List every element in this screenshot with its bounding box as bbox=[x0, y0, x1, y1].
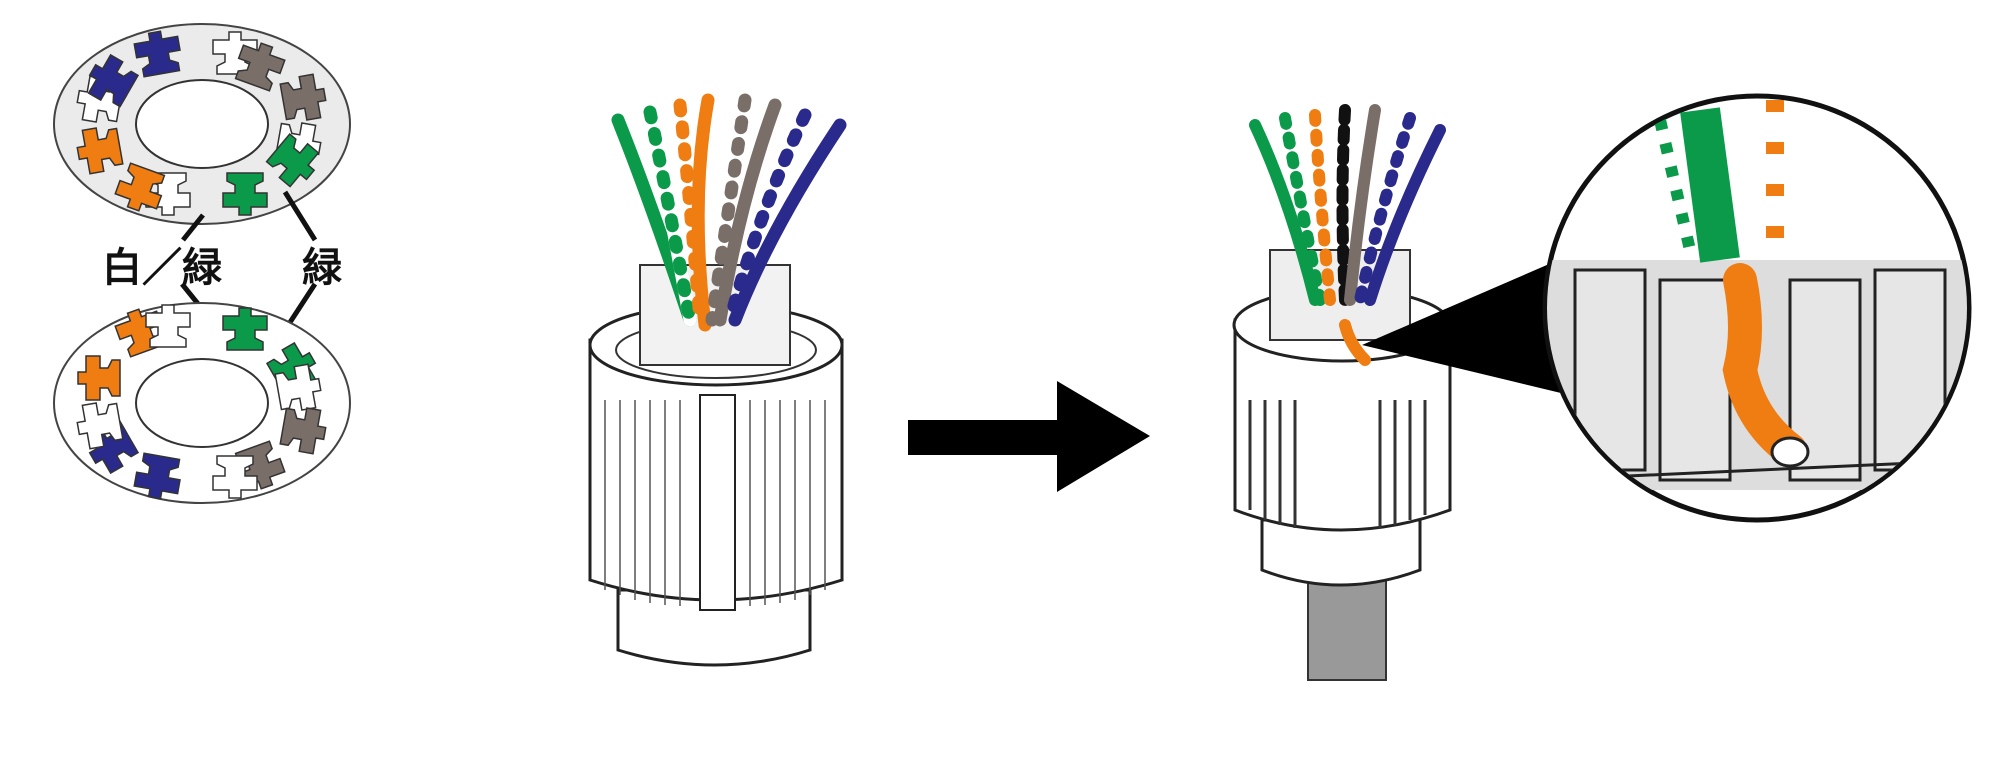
label-green: 緑 bbox=[302, 245, 342, 291]
top-pin-ring bbox=[53, 23, 351, 225]
connector-before bbox=[588, 93, 847, 667]
connector-after bbox=[1232, 104, 1590, 681]
leader-lines bbox=[180, 190, 318, 332]
magnified-detail bbox=[1542, 93, 1972, 523]
bottom-pin-ring bbox=[53, 302, 351, 504]
arrow-right-icon bbox=[908, 381, 1150, 492]
label-white-green: 白／緑 bbox=[102, 245, 222, 291]
